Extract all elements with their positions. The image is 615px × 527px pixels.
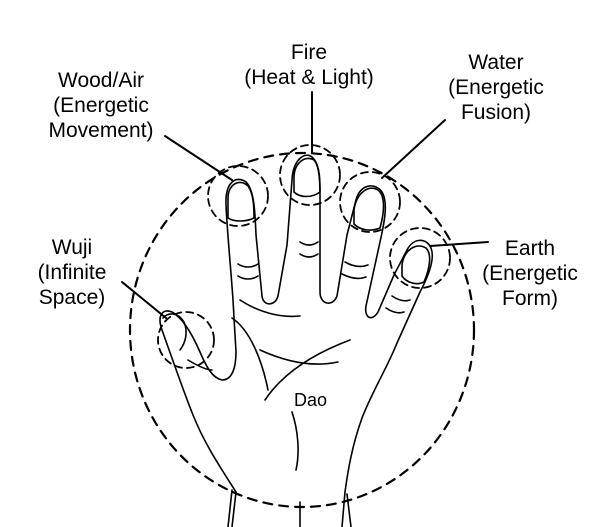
index-joints — [237, 263, 259, 280]
thumb-crease — [187, 359, 213, 371]
earth-label: Earth (Energetic Form) — [470, 236, 590, 311]
wood-leader — [164, 135, 233, 181]
fire-label-line2: (Heat & Light) — [244, 66, 374, 89]
middle-joints — [299, 241, 319, 258]
wood-label-line2: (Energetic — [53, 94, 149, 117]
middle-energy-circle — [279, 144, 341, 206]
fire-label: Fire (Heat & Light) — [234, 40, 384, 90]
ring-joints — [341, 261, 369, 280]
thumb-nail — [162, 313, 187, 351]
earth-label-line3: Form) — [502, 287, 558, 310]
wuji-leader — [121, 281, 167, 319]
wuji-label-line2: (Infinite — [37, 261, 107, 284]
water-label-line2: (Energetic — [448, 76, 544, 99]
palm-lines — [231, 299, 351, 471]
earth-leader — [429, 241, 489, 247]
water-label-line1: Water — [468, 51, 524, 74]
earth-label-line1: Earth — [504, 237, 556, 260]
hand-outline — [159, 154, 434, 527]
wuji-label-line3: Space) — [38, 286, 106, 309]
water-label-line3: Fusion) — [460, 101, 532, 124]
pinky-energy-circle — [389, 227, 451, 289]
wood-label-line3: Movement) — [48, 119, 154, 142]
forearm-lines — [227, 489, 352, 527]
middle-nail — [293, 157, 321, 198]
index-energy-circle — [207, 165, 269, 227]
wood-label: Wood/Air (Energetic Movement) — [36, 68, 166, 143]
wuji-label-line1: Wuji — [51, 236, 93, 259]
wuji-label: Wuji (Infinite Space) — [20, 235, 124, 310]
water-label: Water (Energetic Fusion) — [428, 50, 564, 125]
water-leader — [381, 119, 446, 179]
outer-energy-circle — [128, 151, 476, 509]
thumb-energy-circle — [157, 311, 215, 369]
ring-energy-circle — [339, 171, 401, 233]
fire-label-line1: Fire — [290, 41, 328, 64]
earth-label-line2: (Energetic — [482, 262, 578, 285]
index-nail — [227, 181, 255, 222]
dao-label: Dao — [294, 390, 328, 410]
pinky-nail — [401, 245, 431, 285]
wood-label-line1: Wood/Air — [58, 69, 144, 92]
ring-nail — [353, 187, 385, 231]
pinky-joints — [385, 295, 411, 314]
